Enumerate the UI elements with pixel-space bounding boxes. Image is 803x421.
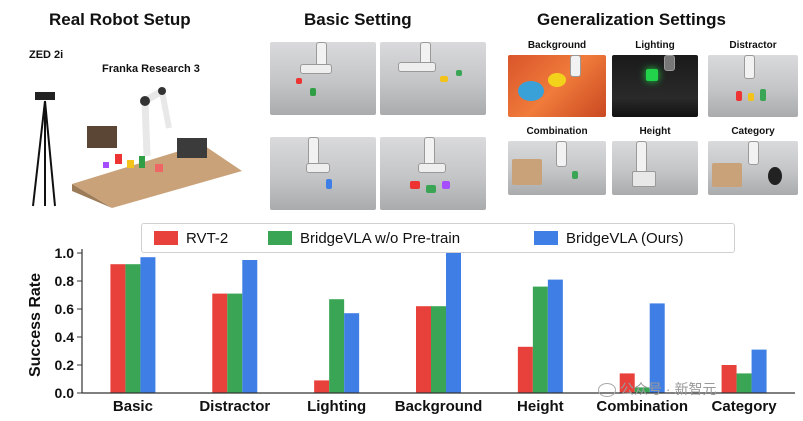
y-tick-label: 1.0: [55, 245, 75, 261]
y-tick-label: 0.2: [55, 357, 75, 373]
bar-bridgevla-ours--category: [751, 349, 767, 393]
panel-label-category: Category: [731, 126, 775, 137]
generalization-photo-lighting: [612, 55, 698, 117]
generalization-photo-height: [612, 141, 698, 195]
panel-label-distractor: Distractor: [729, 40, 777, 51]
legend-label-bridgevla-ours: BridgeVLA (Ours): [566, 229, 684, 247]
bar-bridgevla-ours--height: [547, 279, 563, 393]
bar-bridgevla-w-o-pre-train-height: [532, 286, 548, 393]
x-tick-label-basic: Basic: [113, 398, 153, 415]
y-axis-title: Success Rate: [27, 273, 44, 377]
bar-bridgevla-w-o-pre-train-distractor: [227, 293, 243, 393]
real-robot-setup-title: Real Robot Setup: [49, 10, 191, 29]
x-tick-label-lighting: Lighting: [307, 398, 366, 415]
generalization-photo-category: [708, 141, 798, 195]
legend-label-rvt2: RVT-2: [186, 229, 229, 247]
panel-label-lighting: Lighting: [635, 40, 675, 51]
bar-bridgevla-ours--basic: [140, 257, 156, 393]
basic-setting-photo-1: [270, 42, 376, 115]
robot-label: Franka Research 3: [102, 63, 200, 75]
legend-item-rvt2: RVT-2: [154, 229, 229, 247]
bar-rvt-2-category: [721, 365, 737, 393]
basic-setting-photo-3: [270, 137, 376, 210]
real-robot-illustration: [32, 87, 242, 208]
basic-setting-photo-4: [380, 137, 486, 210]
basic-setting-title: Basic Setting: [304, 10, 412, 29]
panel-label-height: Height: [639, 126, 671, 137]
x-tick-label-category: Category: [712, 398, 778, 415]
bar-bridgevla-w-o-pre-train-category: [736, 373, 752, 393]
y-tick-label: 0.8: [55, 273, 75, 289]
generalization-settings-title: Generalization Settings: [537, 10, 726, 29]
bar-rvt-2-height: [517, 346, 533, 393]
watermark-text: 公众号 · 新智元: [620, 381, 717, 397]
watermark: 公众号 · 新智元: [598, 379, 716, 399]
camera-label: ZED 2i: [29, 49, 64, 61]
y-tick-label: 0.0: [55, 385, 75, 401]
bar-rvt-2-distractor: [212, 293, 228, 393]
bar-bridgevla-w-o-pre-train-basic: [125, 264, 141, 393]
generalization-photo-background: [508, 55, 606, 117]
y-tick-label: 0.6: [55, 301, 75, 317]
bar-bridgevla-ours--distractor: [242, 260, 258, 393]
x-tick-label-background: Background: [395, 398, 483, 415]
bar-rvt-2-lighting: [314, 380, 330, 393]
x-tick-label-height: Height: [517, 398, 564, 415]
legend-label-bridgevla-wo-pretrain: BridgeVLA w/o Pre-train: [300, 229, 461, 247]
legend-swatch-bridgevla-wo-pretrain: [268, 231, 292, 245]
legend-swatch-bridgevla-ours: [534, 231, 558, 245]
generalization-photo-combination: [508, 141, 606, 195]
real-robot-photo: [27, 56, 242, 208]
generalization-photo-distractor: [708, 55, 798, 117]
bar-rvt-2-combination: [619, 373, 635, 393]
x-tick-label-distractor: Distractor: [199, 398, 270, 415]
x-tick-label-combination: Combination: [596, 398, 688, 415]
bar-bridgevla-w-o-pre-train-background: [431, 306, 446, 393]
bar-bridgevla-w-o-pre-train-lighting: [329, 299, 345, 393]
bar-rvt-2-background: [416, 306, 431, 393]
panel-label-background: Background: [527, 40, 587, 51]
wechat-icon: [598, 383, 616, 398]
bar-bridgevla-ours--lighting: [344, 313, 360, 393]
chart-legend: RVT-2 BridgeVLA w/o Pre-train BridgeVLA …: [141, 223, 735, 253]
legend-item-bridgevla-ours: BridgeVLA (Ours): [534, 229, 684, 247]
y-tick-label: 0.4: [55, 329, 75, 345]
legend-item-bridgevla-wo-pretrain: BridgeVLA w/o Pre-train: [268, 229, 461, 247]
legend-swatch-rvt2: [154, 231, 178, 245]
panel-label-combination: Combination: [526, 126, 588, 137]
bar-bridgevla-w-o-pre-train-combination: [634, 387, 650, 393]
bar-bridgevla-ours--combination: [649, 303, 665, 393]
bar-rvt-2-basic: [110, 264, 126, 393]
basic-setting-photo-2: [380, 42, 486, 115]
bar-bridgevla-ours--background: [446, 253, 461, 393]
